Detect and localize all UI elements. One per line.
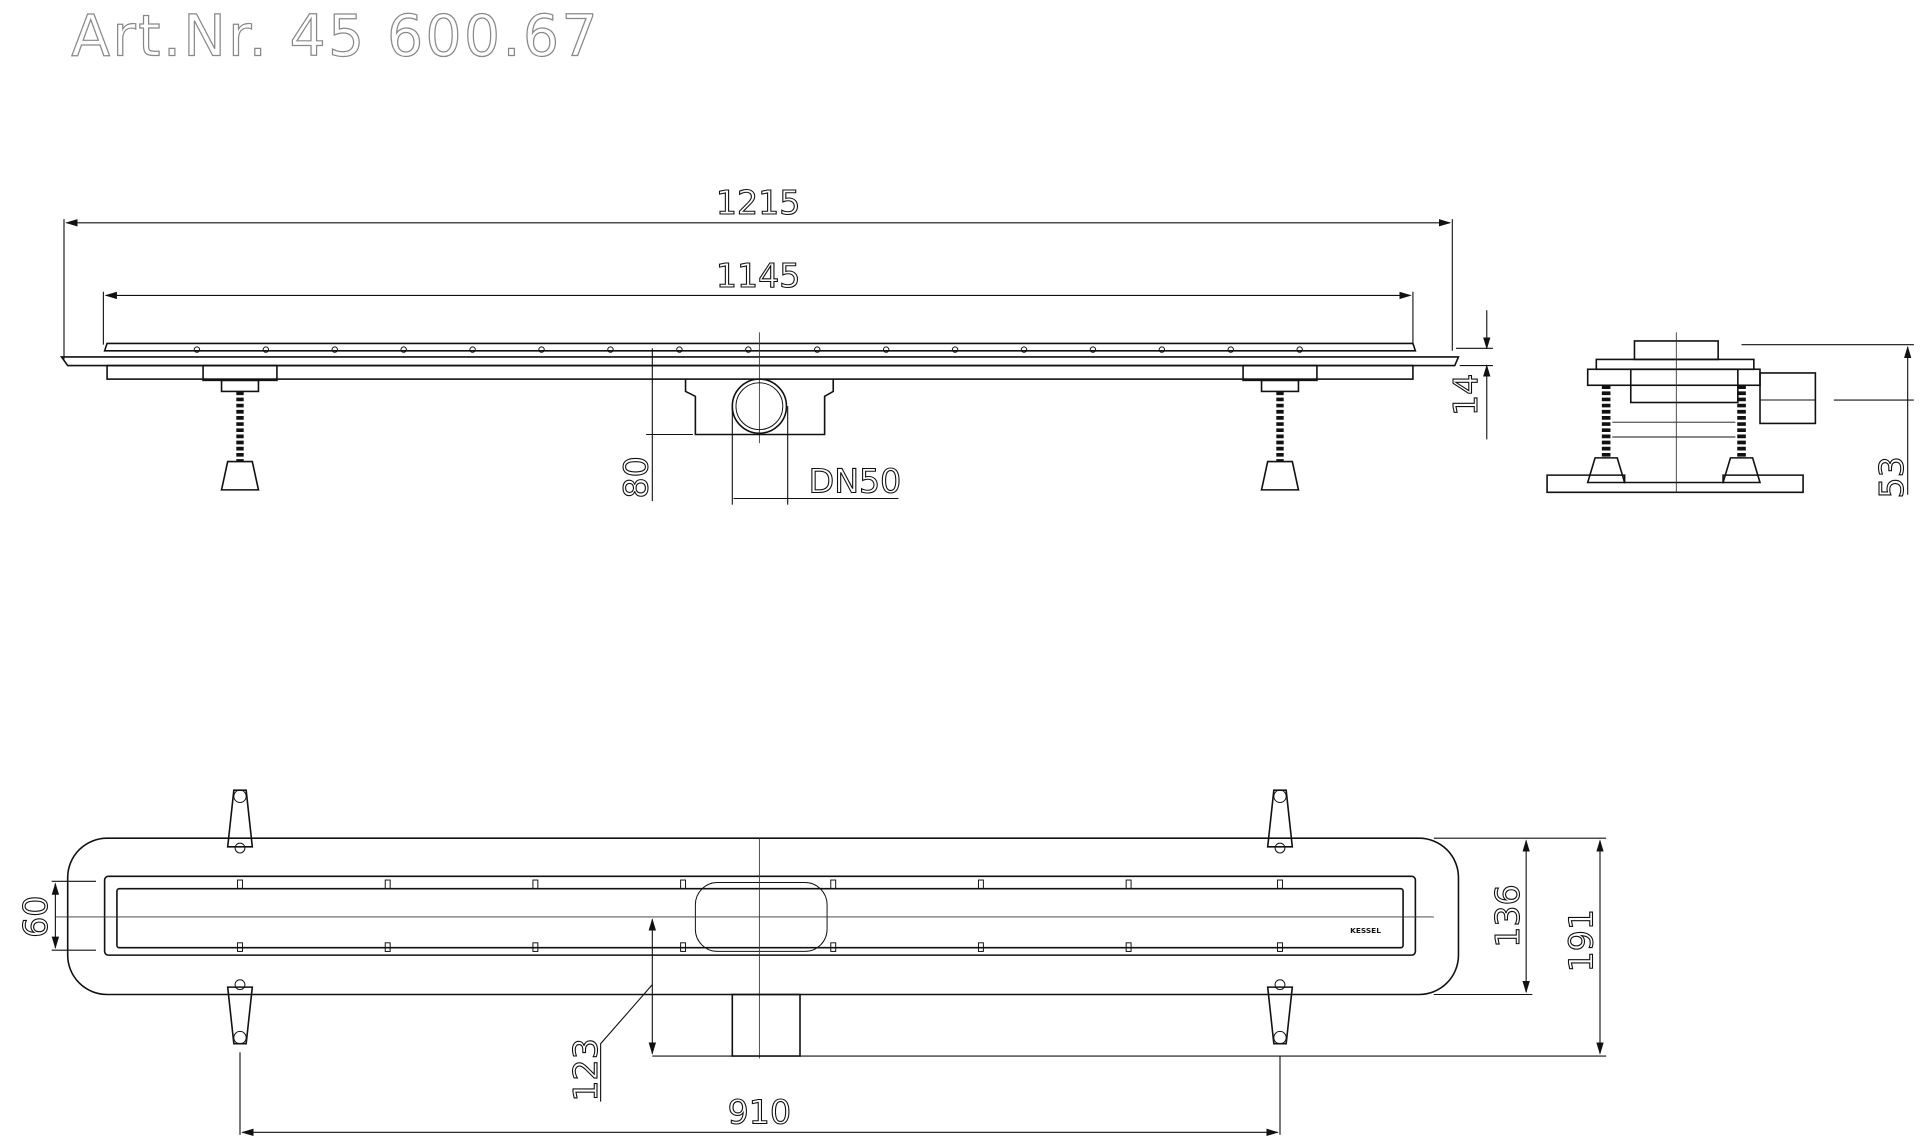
grate-slot xyxy=(977,879,984,890)
kessel-logo: KESSEL xyxy=(1350,926,1381,935)
channel-body xyxy=(106,364,1414,380)
dim-label-80: 80 xyxy=(616,456,655,498)
grate-hole xyxy=(676,346,683,353)
grate-hole xyxy=(469,346,476,353)
grate-hole xyxy=(607,346,614,353)
grate-slot xyxy=(1125,879,1132,890)
grate-hole xyxy=(538,346,545,353)
channel-flange xyxy=(59,356,1460,367)
leveling-foot-right xyxy=(1242,364,1318,491)
dim-label-123: 123 xyxy=(566,1038,605,1101)
grate-slot xyxy=(1277,879,1283,890)
grate-hole xyxy=(1020,346,1028,353)
dim-label-60: 60 xyxy=(16,896,55,938)
grate-frame xyxy=(103,875,1417,956)
grate-slot xyxy=(237,879,243,890)
grate xyxy=(116,887,1404,949)
flange-outline xyxy=(66,837,1460,996)
outlet-body xyxy=(684,379,835,436)
grate-slot xyxy=(384,942,391,952)
dim-label-dn50: DN50 xyxy=(809,461,902,500)
grate-hole xyxy=(814,346,821,353)
grate-hole xyxy=(745,346,752,353)
grate-holes xyxy=(193,346,1303,353)
channel-top-rail xyxy=(103,342,1417,352)
outlet-pipe-inner xyxy=(735,382,784,431)
grate-hole xyxy=(1089,346,1097,353)
dim-label-53: 53 xyxy=(1872,456,1911,498)
grate-hole xyxy=(1296,346,1303,353)
grate-hole xyxy=(1158,346,1166,353)
grate-slots xyxy=(237,879,1283,952)
grate-hole xyxy=(262,346,270,353)
grate-slot xyxy=(680,879,687,890)
grate-slot xyxy=(237,942,243,952)
grate-hole xyxy=(400,346,407,353)
grate-slot xyxy=(830,879,837,890)
grate-slot xyxy=(384,879,391,890)
grate-hole xyxy=(882,346,890,353)
grate-hole xyxy=(1227,346,1234,353)
dim-label-1145: 1145 xyxy=(716,256,801,295)
outlet-pipe xyxy=(731,993,801,1057)
grate-slot xyxy=(532,942,539,952)
grate-slot xyxy=(977,942,984,952)
grate-hole xyxy=(951,346,959,353)
top-view: KESSEL 60 136 191 123 910 xyxy=(15,789,1607,1137)
grate-slot xyxy=(680,942,687,952)
grate-slot xyxy=(1125,942,1132,952)
grate-slot xyxy=(830,942,837,952)
dim-label-136: 136 xyxy=(1488,884,1527,947)
dim-label-910: 910 xyxy=(728,1093,791,1132)
dim-label-14: 14 xyxy=(1446,374,1485,416)
grate-slot xyxy=(1277,942,1283,952)
grate-hole xyxy=(331,346,338,353)
grate-hole xyxy=(193,346,201,353)
front-view: 1215 1145 14 xyxy=(59,183,1493,505)
side-view: 53 xyxy=(1546,332,1914,499)
dim-label-1215: 1215 xyxy=(716,183,801,222)
article-number: Art.Nr. 45 600.67 xyxy=(71,3,600,69)
anchor-tabs xyxy=(226,789,1294,1045)
grate-slot xyxy=(532,879,539,890)
leveling-foot-left xyxy=(202,364,278,491)
dim-label-191: 191 xyxy=(1562,909,1601,972)
